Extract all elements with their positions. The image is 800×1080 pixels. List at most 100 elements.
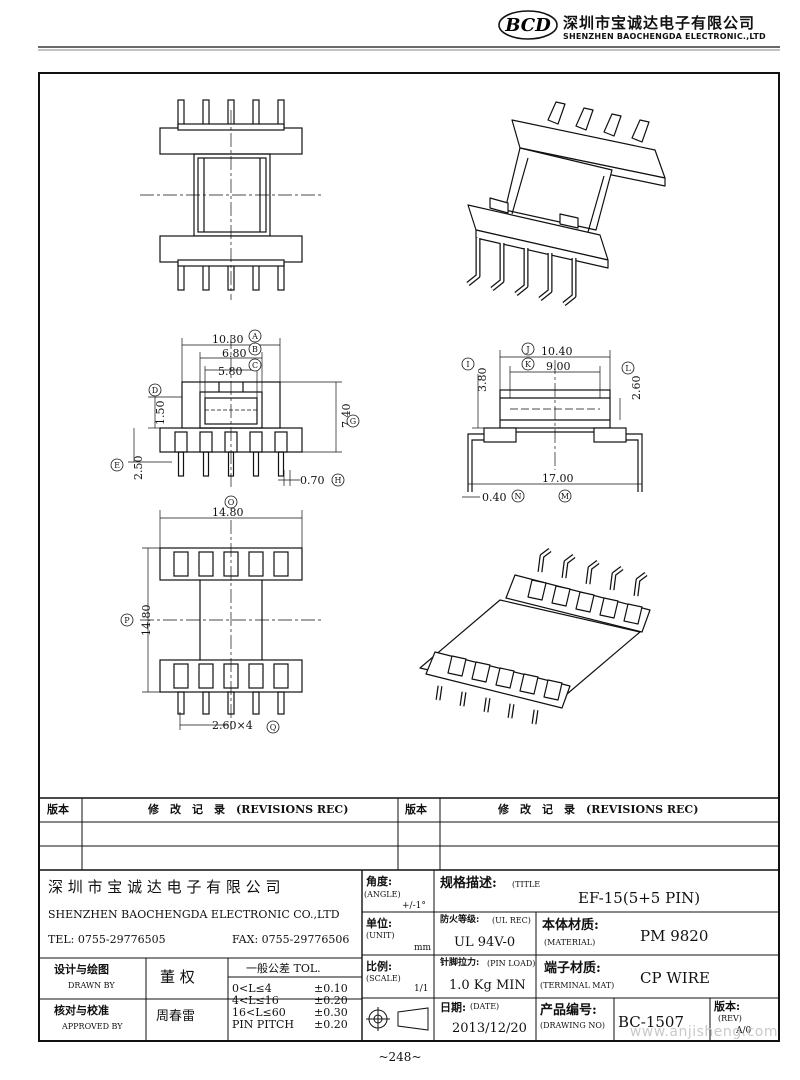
tb-angle-en: (ANGLE) bbox=[364, 890, 401, 899]
marker-H: H bbox=[335, 476, 342, 485]
dim-M: 17.00 bbox=[542, 472, 574, 485]
tb-approve-en: APPROVED BY bbox=[62, 1022, 123, 1031]
tb-terminal-cn: 端子材质: bbox=[544, 961, 601, 976]
marker-E: E bbox=[114, 461, 120, 470]
front-pin bbox=[202, 451, 210, 477]
tb-drawing-cn: 产品编号: bbox=[540, 1003, 597, 1018]
iso-pin-hl bbox=[491, 243, 504, 290]
tb-pinload-val: 1.0 Kg MIN bbox=[449, 978, 526, 993]
tb-material-val: PM 9820 bbox=[640, 927, 709, 945]
tb-scale-cn: 比例: bbox=[366, 960, 393, 973]
iso-view-2 bbox=[419, 548, 651, 725]
tb-scale-val: 1/1 bbox=[414, 984, 429, 994]
marker-N: N bbox=[515, 492, 522, 501]
tb-title-en: (TITLE bbox=[512, 880, 541, 889]
tb-company-cn: 深 圳 市 宝 诚 达 电 子 有 限 公 司 bbox=[48, 878, 281, 896]
iso-view-1 bbox=[466, 101, 666, 306]
tb-title-cn: 规格描述: bbox=[440, 876, 497, 891]
tol-value: ±0.10 bbox=[314, 982, 348, 995]
iso-pin-hl bbox=[467, 238, 480, 285]
marker-P: P bbox=[124, 616, 130, 625]
marker-O: O bbox=[228, 498, 235, 507]
tb-terminal-val: CP WIRE bbox=[640, 969, 710, 987]
iso-pin-hl bbox=[539, 253, 552, 300]
iso-pin-hl bbox=[634, 573, 647, 597]
tol-value: ±0.20 bbox=[314, 1018, 348, 1031]
marker-circle bbox=[248, 342, 262, 356]
tb-drawing-en: (DRAWING NO) bbox=[540, 1021, 606, 1030]
tb-scale-en: (SCALE) bbox=[366, 974, 401, 983]
marker-G: G bbox=[350, 417, 356, 426]
tol-range: PIN PITCH bbox=[232, 1018, 294, 1031]
iso-pin-hl bbox=[586, 561, 599, 585]
header-company-cn: 深圳市宝诚达电子有限公司 bbox=[563, 14, 756, 32]
tb-terminal-en: (TERMINAL MAT) bbox=[540, 981, 615, 990]
tb-approve-name: 周春雷 bbox=[156, 1009, 196, 1024]
dim-N: 0.40 bbox=[482, 491, 507, 504]
iso-pin-hl bbox=[562, 555, 575, 579]
marker-circle bbox=[224, 495, 238, 509]
iso-slot bbox=[623, 603, 643, 625]
iso-pin-hl bbox=[538, 549, 551, 573]
dim-Q: 2.60×4 bbox=[212, 719, 253, 732]
tb-company-en: SHENZHEN BAOCHENGDA ELECTRONIC CO.,LTD bbox=[48, 908, 340, 921]
tb-material-cn: 本体材质: bbox=[542, 918, 599, 933]
revision-table bbox=[40, 797, 780, 871]
drawing-frame bbox=[38, 72, 780, 1042]
marker-circle bbox=[521, 357, 535, 371]
iso-slot bbox=[543, 679, 563, 701]
front-pin bbox=[277, 451, 285, 477]
bottom-pin bbox=[252, 691, 260, 715]
header-rule bbox=[38, 46, 780, 51]
front-pin-slot bbox=[174, 431, 188, 453]
header-company-en: SHENZHEN BAOCHENGDA ELECTRONIC.,LTD bbox=[563, 32, 766, 41]
tb-angle-val: +/-1° bbox=[402, 901, 426, 911]
marker-B: B bbox=[252, 345, 258, 354]
tb-tol-title: 一般公差 TOL. bbox=[246, 962, 321, 975]
tb-tel: TEL: 0755-29776505 bbox=[48, 933, 166, 946]
iso-slot bbox=[471, 661, 491, 683]
front-pin-slot bbox=[249, 431, 263, 453]
dim-H: 0.70 bbox=[300, 474, 325, 487]
tb-approve-cn: 核对与校准 bbox=[54, 1004, 109, 1017]
marker-D: D bbox=[152, 386, 158, 395]
dim-A: 10.30 bbox=[212, 333, 244, 346]
dim-D: 1.50 bbox=[154, 401, 167, 426]
tb-design-cn: 设计与绘图 bbox=[54, 963, 109, 976]
tol-range: 16<L≤60 bbox=[232, 1006, 286, 1019]
iso-pin-hl bbox=[484, 697, 490, 713]
tb-material-en: (MATERIAL) bbox=[544, 938, 596, 947]
side-view bbox=[462, 350, 643, 498]
bottom-slot bbox=[273, 551, 289, 577]
tb-design-en: DRAWN BY bbox=[68, 981, 115, 990]
marker-A: A bbox=[251, 332, 258, 341]
iso-pin-hl bbox=[460, 691, 466, 707]
tb-unit-val: mm bbox=[414, 943, 432, 953]
tb-rev-en: (REV) bbox=[718, 1014, 742, 1023]
bottom-slot bbox=[198, 663, 214, 689]
watermark: www.anjisheng.com bbox=[629, 1024, 778, 1040]
marker-circle bbox=[110, 458, 124, 472]
tb-date-val: 2013/12/20 bbox=[452, 1021, 527, 1036]
iso-slot bbox=[447, 655, 467, 677]
bottom-slot bbox=[198, 551, 214, 577]
marker-I: I bbox=[466, 360, 469, 369]
marker-K: K bbox=[525, 360, 532, 369]
page-number: ~248~ bbox=[378, 1050, 422, 1064]
marker-circle bbox=[558, 489, 572, 503]
bottom-slot bbox=[248, 551, 264, 577]
rev-rec-label-1: 修 改 记 录 (REVISIONS REC) bbox=[148, 803, 349, 816]
tb-unit-cn: 单位: bbox=[366, 917, 393, 930]
marker-circle bbox=[120, 613, 134, 627]
front-pin-slot bbox=[199, 431, 213, 453]
iso-pin-hl bbox=[508, 703, 514, 719]
tb-drawing-val: BC-1507 bbox=[618, 1013, 685, 1031]
dim-I: 3.80 bbox=[476, 368, 489, 393]
bottom-slot bbox=[248, 663, 264, 689]
bcd-logo: BCD bbox=[498, 10, 558, 40]
bottom-slot bbox=[173, 663, 189, 689]
tol-value: ±0.30 bbox=[314, 1006, 348, 1019]
iso-slot bbox=[575, 591, 595, 613]
front-pin-slot bbox=[274, 431, 288, 453]
tol-value: ±0.20 bbox=[314, 994, 348, 1007]
